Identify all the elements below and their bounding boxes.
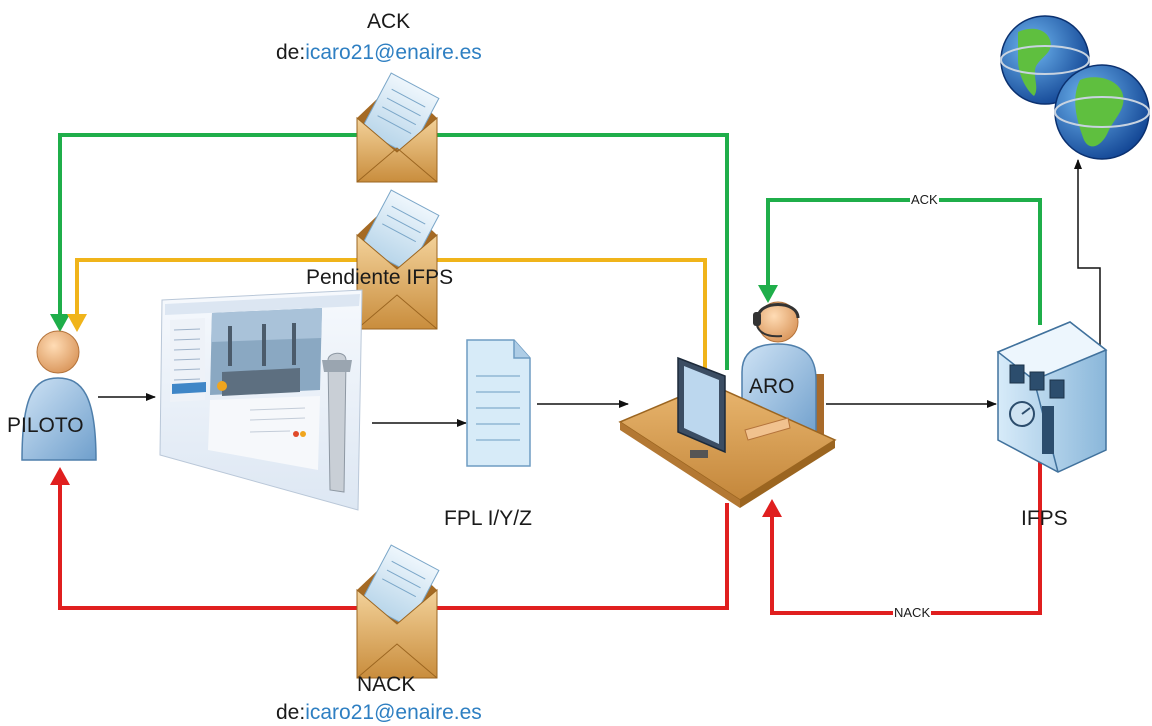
nack-sender: de:icaro21@enaire.es [276, 701, 482, 725]
nack-sender-prefix: de: [276, 701, 306, 724]
envelope-icon [356, 544, 440, 679]
person-icon [21, 330, 97, 461]
ack-title: ACK [367, 10, 411, 33]
nack-title: NACK [357, 673, 416, 696]
ack-small-label: ACK [910, 192, 939, 207]
ack-sender-prefix: de: [276, 41, 306, 64]
ifps-label: IFPS [1021, 507, 1068, 530]
operator-at-desk-icon [618, 301, 837, 508]
envelope-icon [356, 189, 440, 330]
pending-label: Pendiente IFPS [306, 266, 454, 289]
nack-sender-email: icaro21@enaire.es [305, 701, 482, 724]
server-machine-icon [996, 321, 1108, 473]
ack-sender-email: icaro21@enaire.es [305, 41, 482, 64]
envelope-icon [356, 72, 440, 183]
fpl-label: FPL I/Y/Z [444, 507, 532, 530]
nack-small-label: NACK [893, 605, 932, 620]
document-icon [466, 339, 531, 467]
globe-icon [1054, 64, 1150, 160]
arrow-ifps-to-network [1074, 159, 1101, 360]
website-screenshot-icon [159, 289, 363, 511]
ack-path-ifps-to-aro [758, 198, 1042, 325]
ack-sender: de:icaro21@enaire.es [276, 41, 482, 65]
nack-path-ifps-to-aro [762, 445, 1042, 615]
pilot-label: PILOTO [7, 414, 84, 437]
aro-label: ARO [749, 375, 795, 398]
